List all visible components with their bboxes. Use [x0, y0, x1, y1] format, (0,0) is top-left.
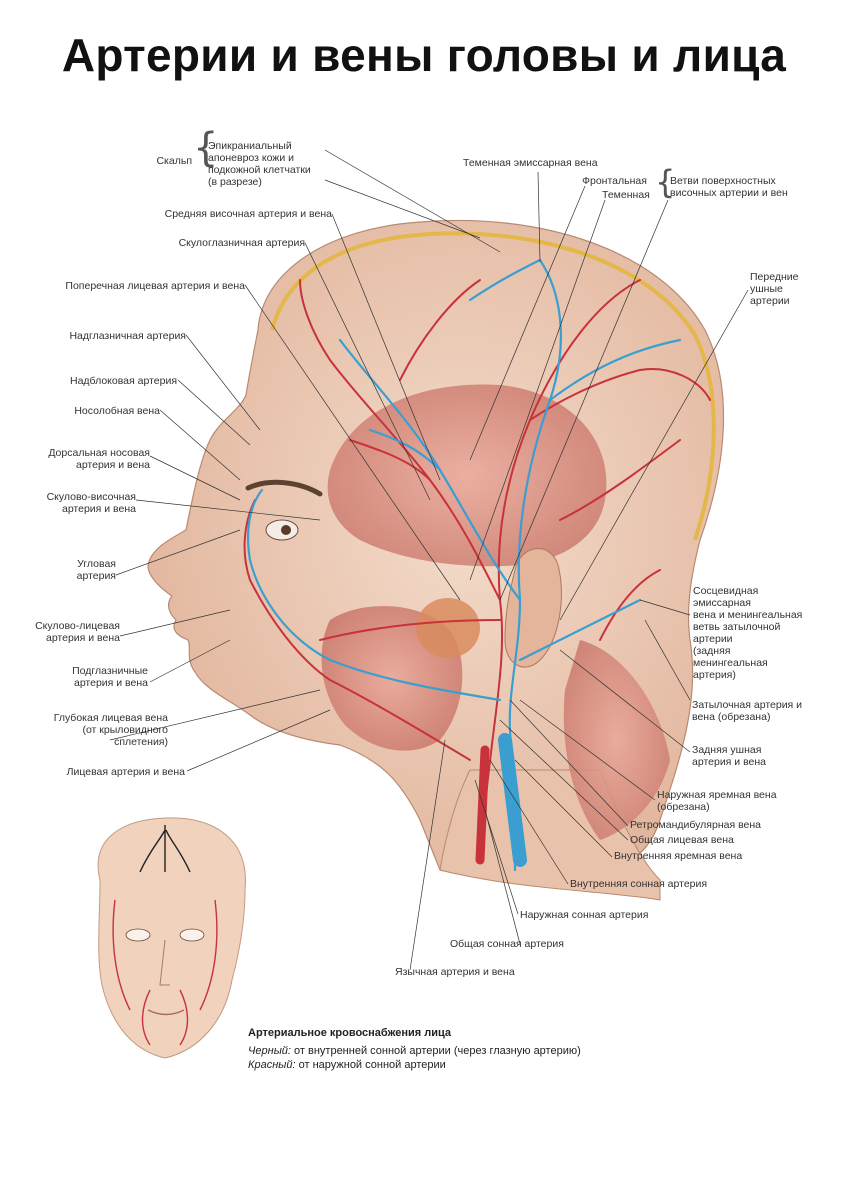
label-parietal: Теменная: [602, 189, 650, 201]
label-facial: Лицевая артерия и вена: [66, 766, 185, 778]
legend-black-desc: от внутренней сонной артерии (через глаз…: [290, 1045, 581, 1057]
label-epicranial: Эпикраниальный апоневроз кожи и подкожно…: [208, 140, 311, 188]
label-scalp: Скальп: [156, 155, 192, 167]
label-external-jugular: Наружная яремная вена (обрезана): [657, 789, 777, 813]
label-occipital: Затылочная артерия и вена (обрезана): [692, 699, 803, 723]
scalp-cut-edge: [270, 231, 716, 541]
label-angular: Угловая артерия: [76, 558, 116, 582]
label-posterior-auricular: Задняя ушная артерия и вена: [692, 744, 767, 768]
legend-red-desc: от наружной сонной артерии: [295, 1059, 446, 1071]
label-zygomatico-facial: Скулово-лицевая артерия и вена: [35, 620, 120, 644]
label-zygomatico-orbital: Скулоглазничная артерия: [178, 237, 305, 249]
label-mid-temporal: Средняя височная артерия и вена: [164, 208, 332, 220]
label-external-carotid: Наружная сонная артерия: [520, 909, 649, 921]
label-supratrochlear: Надблоковая артерия: [70, 375, 177, 387]
neck-muscles: [563, 640, 670, 840]
inset-face: [97, 817, 246, 1059]
label-frontal: Фронтальная: [582, 175, 647, 187]
label-dorsal-nasal: Дорсальная носовая артерия и вена: [48, 447, 150, 471]
brace-scalp: {: [193, 125, 219, 171]
legend-red-term: Красный:: [248, 1059, 296, 1071]
label-superficial-temporal: Ветви поверхностных височных артерии и в…: [670, 175, 788, 199]
label-retromandibular: Ретромандибулярная вена: [630, 819, 762, 831]
label-internal-carotid: Внутренняя сонная артерия: [570, 878, 708, 890]
legend-black-term: Черный:: [248, 1045, 291, 1057]
common-carotid-artery: [475, 745, 490, 865]
label-infraorbital: Подглазничные артерия и вена: [72, 665, 148, 689]
label-lingual: Язычная артерия и вена: [395, 966, 515, 978]
label-nasofrontal: Носолобная вена: [74, 405, 160, 417]
label-common-facial: Общая лицевая вена: [630, 834, 734, 846]
brace-superficial-temporal: {: [655, 163, 676, 201]
eyebrow: [245, 479, 323, 497]
label-mastoid-emissary: Сосцевидная эмиссарная вена и менингеаль…: [693, 585, 803, 681]
legend-row-black: Черный: от внутренней сонной артерии (че…: [248, 1045, 581, 1057]
label-zygomatico-temporal: Скулово-височная артерия и вена: [46, 491, 136, 515]
label-common-carotid: Общая сонная артерия: [450, 938, 564, 950]
label-deep-facial: Глубокая лицевая вена (от крыловидного с…: [53, 712, 168, 748]
label-parietal-emissary: Теменная эмиссарная вена: [463, 157, 598, 169]
parotid-gland: [416, 598, 480, 658]
leader-lines: [109, 149, 749, 971]
arteries: [243, 279, 711, 861]
label-transverse-facial: Поперечная лицевая артерия и вена: [65, 280, 245, 292]
internal-jugular-vein: [498, 733, 527, 867]
legend-row-red: Красный: от наружной сонной артерии: [248, 1059, 446, 1071]
label-supraorbital: Надглазничная артерия: [69, 330, 186, 342]
label-internal-jugular: Внутренняя яремная вена: [614, 850, 743, 862]
temporal-muscle: [327, 384, 607, 567]
page-title: Артерии и вены головы и лица: [61, 29, 787, 81]
label-anterior-auricular: Передние ушные артерии: [750, 271, 799, 307]
legend-title: Артериальное кровоснабжения лица: [248, 1027, 451, 1039]
